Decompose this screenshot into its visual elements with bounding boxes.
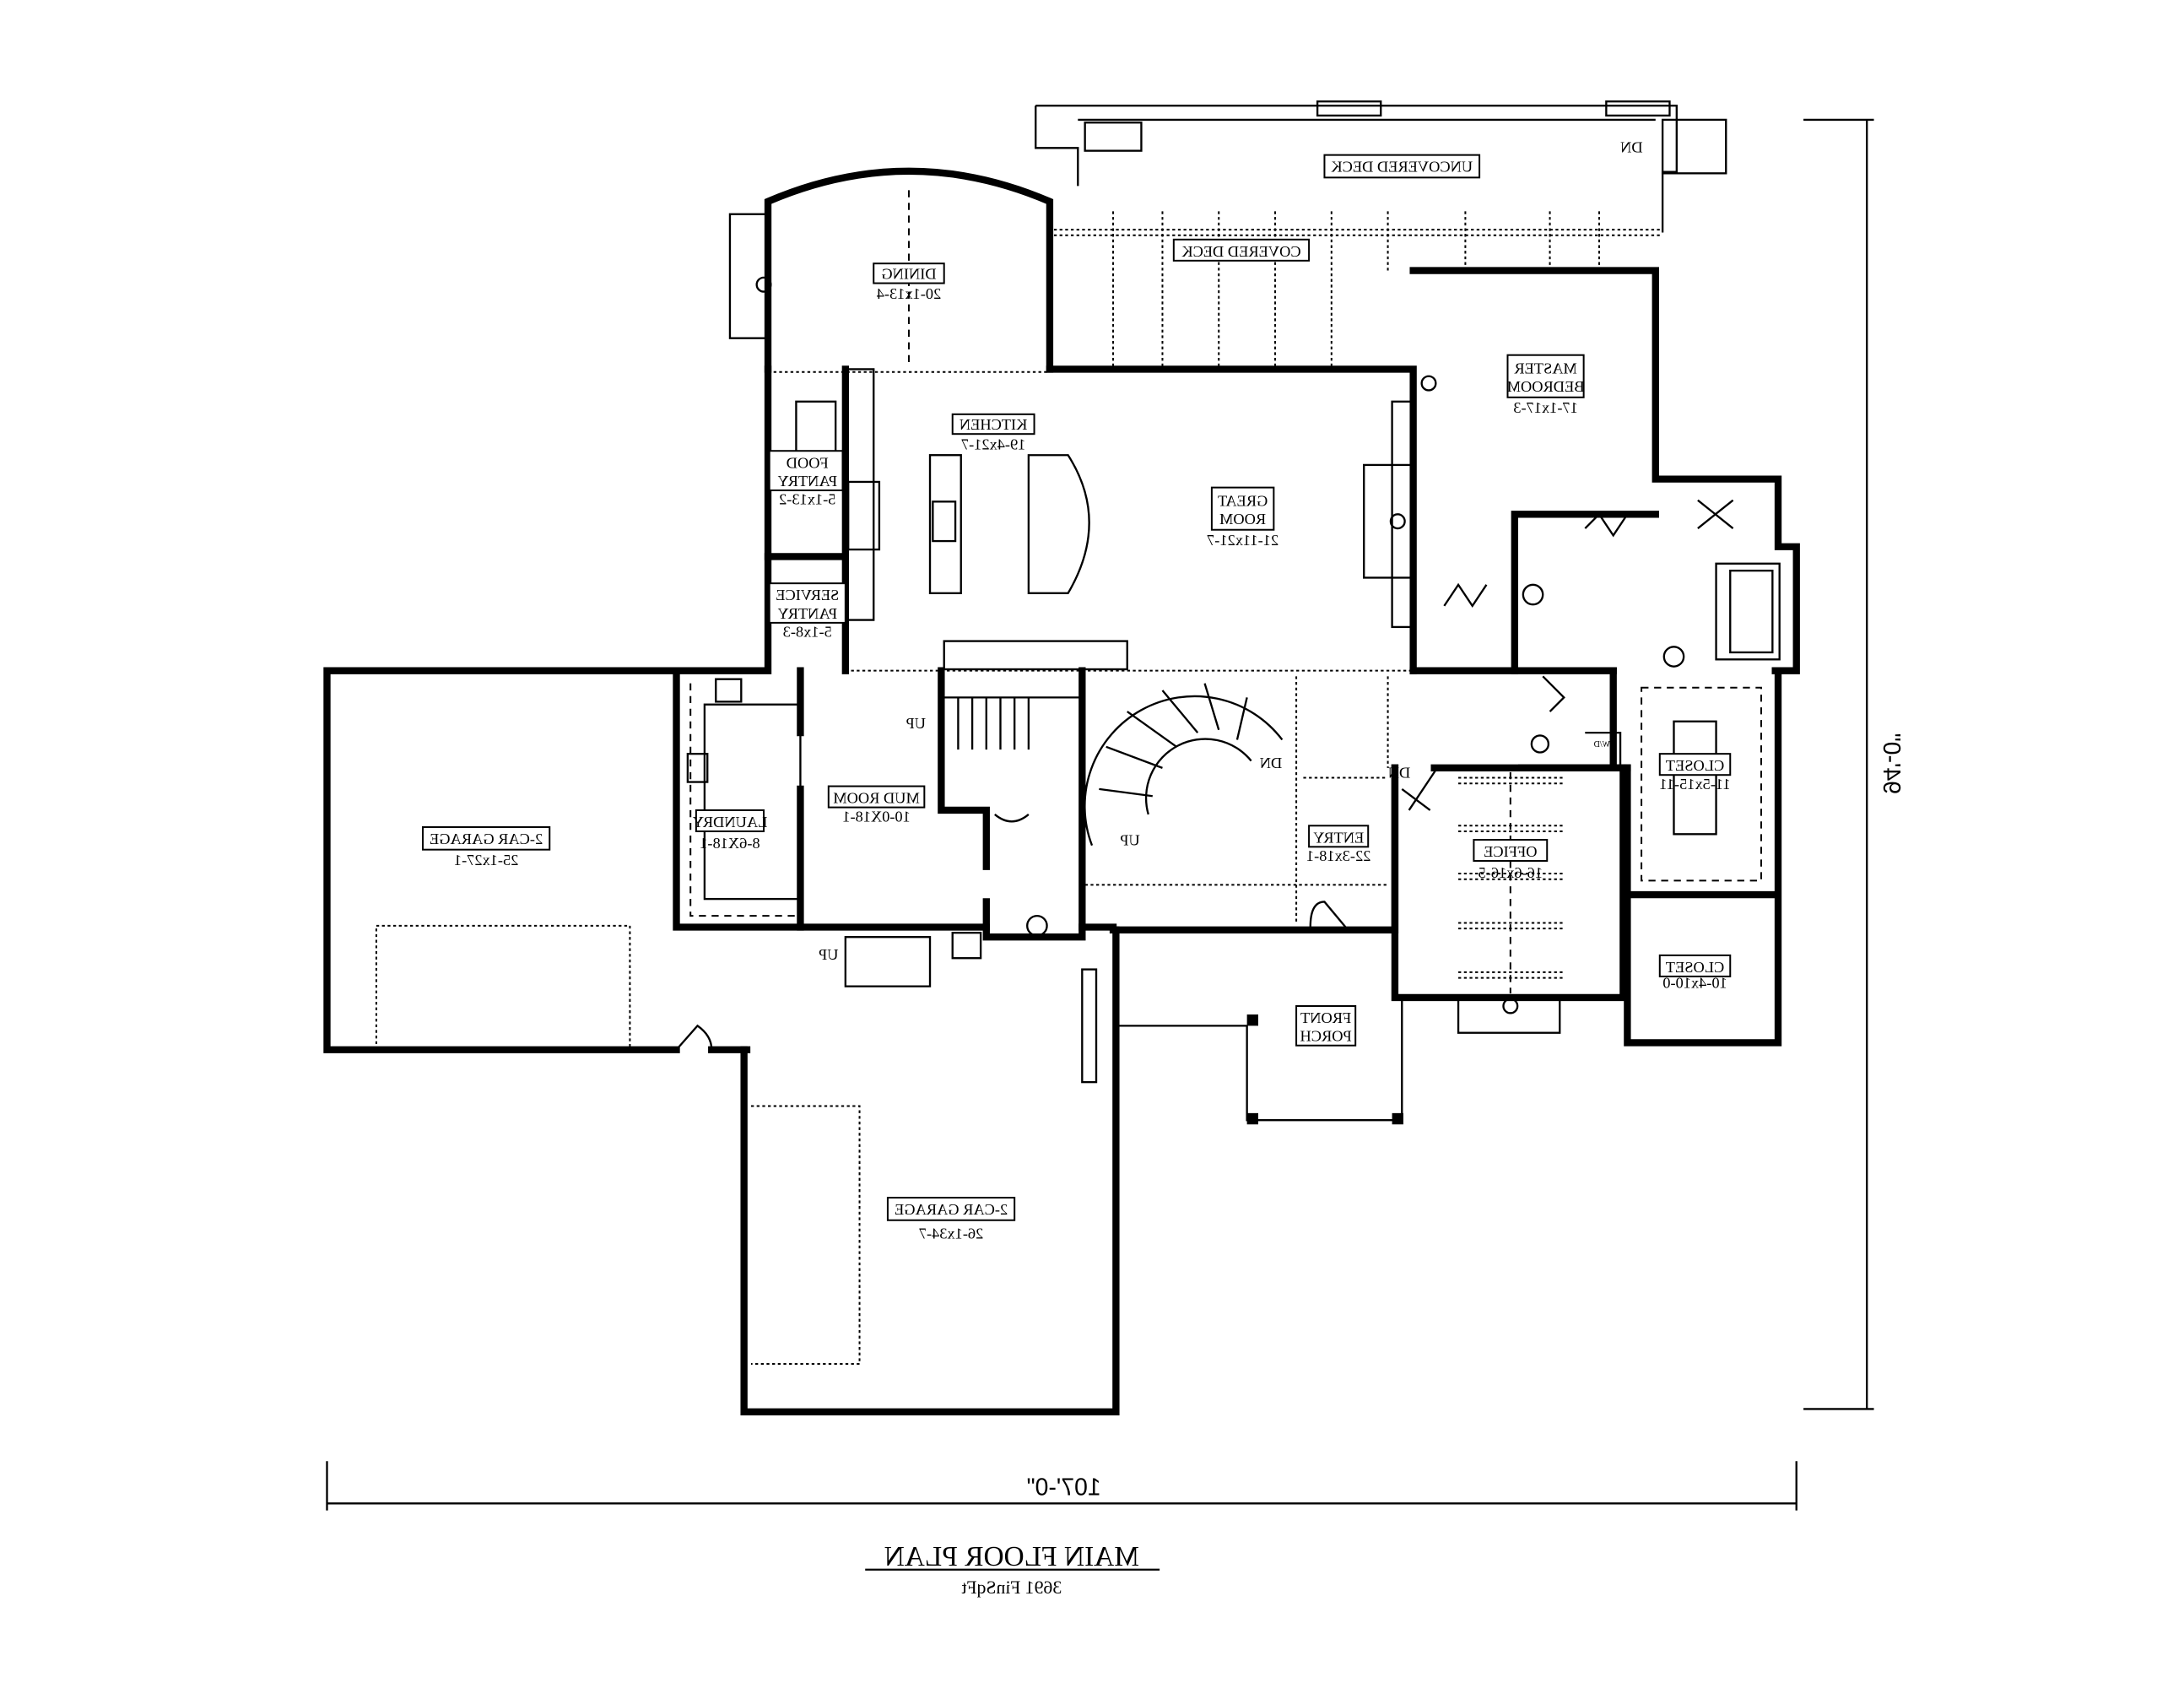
plan-title: MAIN FLOOR PLAN	[884, 1541, 1139, 1572]
label-covered-deck: COVERED DECK	[1181, 243, 1301, 260]
label-master-bedroom-2: BEDROOM	[1507, 378, 1585, 395]
size-dining: 20-1x13-4	[877, 285, 941, 302]
spiral-staircase	[1084, 683, 1284, 847]
label-dn-deck: DN	[1620, 138, 1643, 155]
size-service-pantry: 5-1x8-3	[783, 624, 832, 641]
label-laundry: LAUNDRY	[693, 814, 768, 830]
size-kitchen: 19-4x21-7	[961, 436, 1026, 453]
covered-deck	[1053, 211, 1660, 370]
closets	[1518, 667, 1782, 1047]
size-master-bedroom: 17-1x17-3	[1513, 399, 1578, 416]
label-dn-entry: DN	[1388, 765, 1411, 782]
size-garage-right: 26-1x34-7	[919, 1225, 984, 1242]
uncovered-deck	[1035, 100, 1727, 233]
label-washer-dryer: W/D	[1594, 740, 1610, 749]
label-entry: ENTRY	[1313, 829, 1364, 846]
label-master-bedroom-1: MASTER	[1514, 360, 1577, 376]
front-porch	[1081, 968, 1403, 1125]
size-food-pantry: 5-1x13-2	[779, 491, 835, 508]
size-entry: 22-3x18-1	[1306, 847, 1371, 864]
entry	[1084, 676, 1389, 928]
label-great-room-1: GREAT	[1218, 492, 1268, 509]
label-service-pantry-1: SERVICE	[776, 587, 839, 603]
label-food-pantry-2: PANTRY	[777, 473, 837, 490]
left-garage	[323, 667, 751, 1053]
label-mud-room: MUD ROOM	[833, 790, 920, 807]
label-great-room-2: ROOM	[1219, 511, 1266, 528]
label-dining: DINING	[881, 266, 936, 283]
label-garage-right: 2-CAR GARAGE	[895, 1201, 1008, 1218]
label-up-spiral: UP	[1120, 832, 1139, 849]
size-laundry: 8-6X18-1	[700, 835, 760, 852]
label-up-main: UP	[906, 715, 926, 732]
stair-labels: UP UP DN DN UP DN W/D	[819, 138, 1643, 963]
label-kitchen: KITCHEN	[960, 416, 1028, 433]
room-labels: UNCOVERED DECK COVERED DECK DINING 20-1x…	[422, 154, 1732, 1242]
label-office: OFFICE	[1484, 843, 1537, 860]
size-great-room: 21-11x21-7	[1207, 532, 1279, 549]
label-dn-spiral: DN	[1260, 755, 1283, 771]
label-food-pantry-1: FOOD	[787, 454, 829, 471]
dining-room	[728, 167, 1054, 373]
label-front-porch-1: FRONT	[1300, 1009, 1351, 1026]
depth-dimension: 94'-0"	[1878, 733, 1905, 794]
size-closet-office: 10-4x10-0	[1662, 974, 1727, 991]
label-garage-left: 2-CAR GARAGE	[430, 830, 543, 847]
right-garage	[740, 926, 1120, 1415]
label-up-garage: UP	[819, 946, 838, 963]
plan-subtitle: 3691 FinSqFt	[961, 1577, 1062, 1598]
size-mud-room: 10-0X18-1	[842, 808, 911, 825]
label-uncovered-deck: UNCOVERED DECK	[1331, 159, 1473, 176]
office	[1391, 764, 1627, 1034]
width-dimension: 107'-0"	[1027, 1474, 1101, 1501]
size-garage-left: 25-1x27-1	[454, 852, 519, 868]
label-front-porch-2: PORCH	[1300, 1028, 1352, 1045]
kitchen-great-room	[673, 365, 1508, 674]
label-service-pantry-2: PANTRY	[777, 605, 837, 622]
label-closet-office: CLOSET	[1666, 959, 1724, 976]
plan-annotations: 107'-0" 94'-0" MAIN FLOOR PLAN 3691 FinS…	[865, 733, 1905, 1598]
dimension-lines	[326, 118, 1874, 1511]
label-closet-master: CLOSET	[1666, 757, 1724, 774]
master-suite	[1409, 267, 1800, 674]
size-office: 16-6x16-5	[1479, 864, 1543, 881]
size-closet-master: 11-5x15-11	[1659, 776, 1730, 793]
mud-laundry-wing	[673, 667, 1399, 987]
